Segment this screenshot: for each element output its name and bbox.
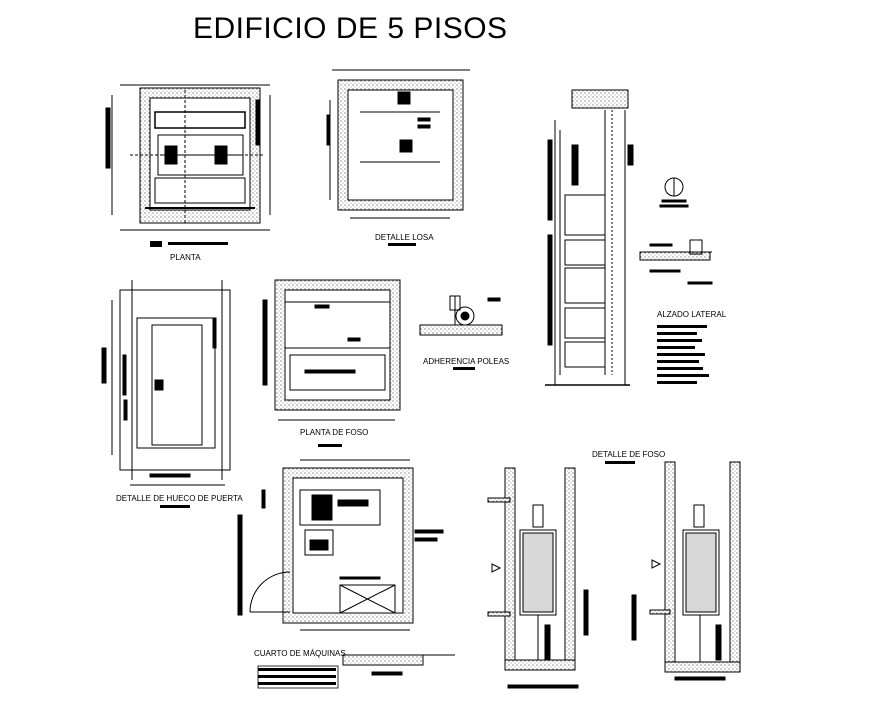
- planta-foso-drawing: [262, 279, 401, 421]
- adherencia-scale-bar: [453, 367, 475, 370]
- cuarto-maquinas-drawing: [237, 459, 455, 676]
- planta-foso-scale-bar: [318, 444, 342, 447]
- adherencia-poleas-drawing: [419, 295, 503, 336]
- label-planta-de-foso: PLANTA DE FOSO: [300, 428, 369, 437]
- label-planta: PLANTA: [170, 253, 201, 262]
- planta-legend-swatch: [150, 241, 162, 247]
- detalle-losa-scale-bar: [388, 243, 416, 246]
- detalle-foso-left-drawing: [487, 467, 589, 689]
- label-cuarto-de-maquinas: CUARTO DE MÁQUINAS: [254, 649, 346, 658]
- label-alzado-lateral: ALZADO LATERAL: [657, 310, 727, 319]
- detalle-foso-right-drawing: [631, 461, 741, 681]
- label-adherencia-poleas: ADHERENCIA POLEAS: [423, 357, 510, 366]
- label-detalle-de-foso: DETALLE DE FOSO: [592, 450, 666, 459]
- label-detalle-losa: DETALLE LOSA: [375, 233, 434, 242]
- hueco-puerta-scale-bar: [160, 505, 190, 508]
- planta-drawing: [105, 84, 271, 231]
- alzado-lateral-drawing: [545, 89, 634, 386]
- detalle-foso-scale-bar: [605, 461, 635, 464]
- hueco-puerta-drawing: [101, 280, 231, 486]
- detalle-e-drawing: [639, 177, 713, 285]
- sheet-title: EDIFICIO DE 5 PISOS: [193, 12, 508, 45]
- planta-legend-text: [168, 242, 228, 245]
- detalle-losa-drawing: [326, 69, 470, 219]
- cuarto-maquinas-notes: [257, 665, 339, 689]
- label-detalle-hueco-puerta: DETALLE DE HUECO DE PUERTA: [116, 494, 243, 503]
- alzado-lateral-notes: [657, 325, 709, 384]
